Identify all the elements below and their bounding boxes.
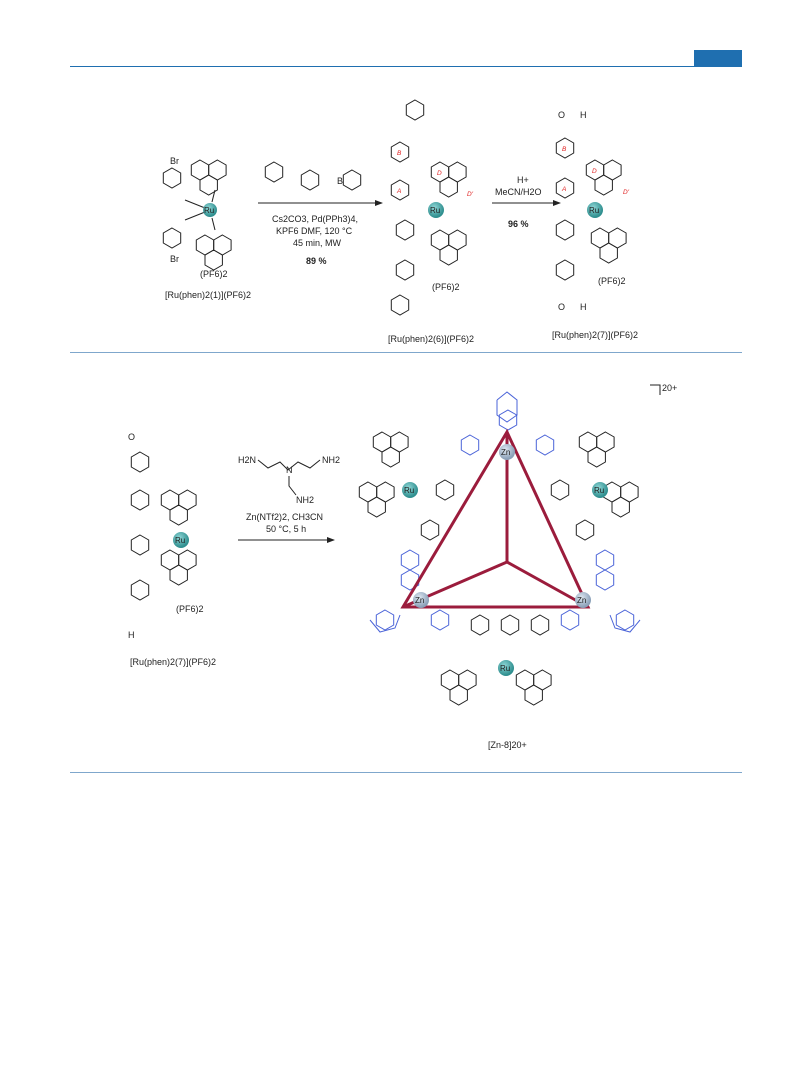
- metal-label: Ru: [204, 206, 214, 215]
- condition-line-3: 45 min, MW: [293, 238, 342, 248]
- aldehyde-h-bottom: H: [128, 630, 135, 640]
- reaction-arrow-2: H+ MeCN/H2O 96 %: [492, 175, 561, 229]
- ru-sphere-icon: [203, 203, 217, 217]
- ru-sphere-icon: [587, 202, 603, 218]
- metal-label: Ru: [589, 206, 599, 215]
- header-tab: [694, 50, 742, 66]
- compound-label: [Ru(phen)2(7)](PF6)2: [130, 657, 216, 667]
- ring-label-d-prime: D': [467, 191, 474, 198]
- metal-label: Ru: [430, 206, 440, 215]
- aldehyde-h-top: H: [580, 110, 587, 120]
- amine-central-n: N: [286, 465, 293, 475]
- ring-label-a: A: [396, 188, 401, 195]
- zn-sphere-icon: [499, 444, 515, 460]
- ru-sphere-icon: [498, 660, 514, 676]
- counterion-label: (PF6)2: [200, 269, 228, 279]
- amine-nh2-3: NH2: [296, 495, 314, 505]
- yield-1: 89 %: [306, 256, 327, 266]
- condition-acid: H+: [517, 175, 529, 185]
- condition-line-2: KPF6 DMF, 120 °C: [276, 226, 353, 236]
- reaction-arrow-3: H2N NH2 NH2 N Zn(NTf2)2, CH3CN 50 °C, 5 …: [238, 455, 340, 543]
- condition-line-1: Cs2CO3, Pd(PPh3)4,: [272, 214, 358, 224]
- compound-ru-phen2-6: Ru B A D D' (PF6)2 [Ru(phen)2(6)](PF6)2: [388, 99, 474, 344]
- aldehyde-o-top: O: [558, 110, 565, 120]
- compound-label: [Ru(phen)2(7)](PF6)2: [552, 330, 638, 340]
- tetrahedron-edges: [400, 428, 591, 609]
- boron-label: B: [337, 176, 343, 186]
- scheme-separator-1: [70, 352, 742, 353]
- compound-ru-phen2-7: O H O H Ru B A D D' (PF6)2 [Ru(phen)2(7)…: [552, 110, 638, 340]
- zn-sphere-icon: [413, 592, 429, 608]
- ru-sphere-icon: [592, 482, 608, 498]
- aldehyde-o-top: O: [128, 432, 135, 442]
- ring-label-b: B: [562, 146, 567, 153]
- yield-2: 96 %: [508, 219, 529, 229]
- condition-line-2: 50 °C, 5 h: [266, 524, 306, 534]
- ru-label-bottom: Ru: [500, 664, 510, 673]
- zn-sphere-icon: [575, 592, 591, 608]
- condition-solvent: MeCN/H2O: [495, 187, 542, 197]
- amine-nh2-2: NH2: [322, 455, 340, 465]
- compound-ru-phen2-1: Ru Br Br (PF6)2 [Ru(phen)2(1)](PF6)2: [162, 156, 251, 300]
- zn-label-left: Zn: [415, 596, 424, 605]
- scheme-separator-2: [70, 772, 742, 773]
- ring-label-b: B: [397, 150, 402, 157]
- header-rule: [70, 66, 742, 67]
- compound-label: [Ru(phen)2(6)](PF6)2: [388, 334, 474, 344]
- bromine-label-top: Br: [170, 156, 179, 166]
- cage-charge: 20+: [662, 383, 677, 393]
- ring-label-d: D: [437, 170, 442, 177]
- reactant-ru-phen2-7: O H Ru (PF6)2 [Ru(phen)2(7)](PF6)2: [128, 432, 216, 667]
- counterion-label: (PF6)2: [176, 604, 204, 614]
- product-zn8-cage: 20+ Ru Ru Ru: [359, 383, 677, 750]
- ru-label-right: Ru: [594, 486, 604, 495]
- ring-label-d: D: [592, 168, 597, 175]
- ru-sphere-icon: [402, 482, 418, 498]
- bromine-label-bottom: Br: [170, 254, 179, 264]
- ring-label-a: A: [561, 186, 566, 193]
- amine-nh2-1: H2N: [238, 455, 256, 465]
- counterion-label: (PF6)2: [432, 282, 460, 292]
- ring-label-d-prime: D': [623, 189, 630, 196]
- zn-label-right: Zn: [577, 596, 586, 605]
- product-label: [Zn-8]20+: [488, 740, 527, 750]
- counterion-label: (PF6)2: [598, 276, 626, 286]
- compound-label: [Ru(phen)2(1)](PF6)2: [165, 290, 251, 300]
- condition-line-1: Zn(NTf2)2, CH3CN: [246, 512, 323, 522]
- ru-label-left: Ru: [404, 486, 414, 495]
- reaction-arrow-1: B Cs2CO3, Pd(PPh3)4, KPF6 DMF, 120 °C 45…: [258, 161, 383, 266]
- ru-sphere-icon: [173, 532, 189, 548]
- aldehyde-h-bottom: H: [580, 302, 587, 312]
- ru-sphere-icon: [428, 202, 444, 218]
- metal-label: Ru: [175, 536, 185, 545]
- zn-label-top: Zn: [501, 448, 510, 457]
- aldehyde-o-bottom: O: [558, 302, 565, 312]
